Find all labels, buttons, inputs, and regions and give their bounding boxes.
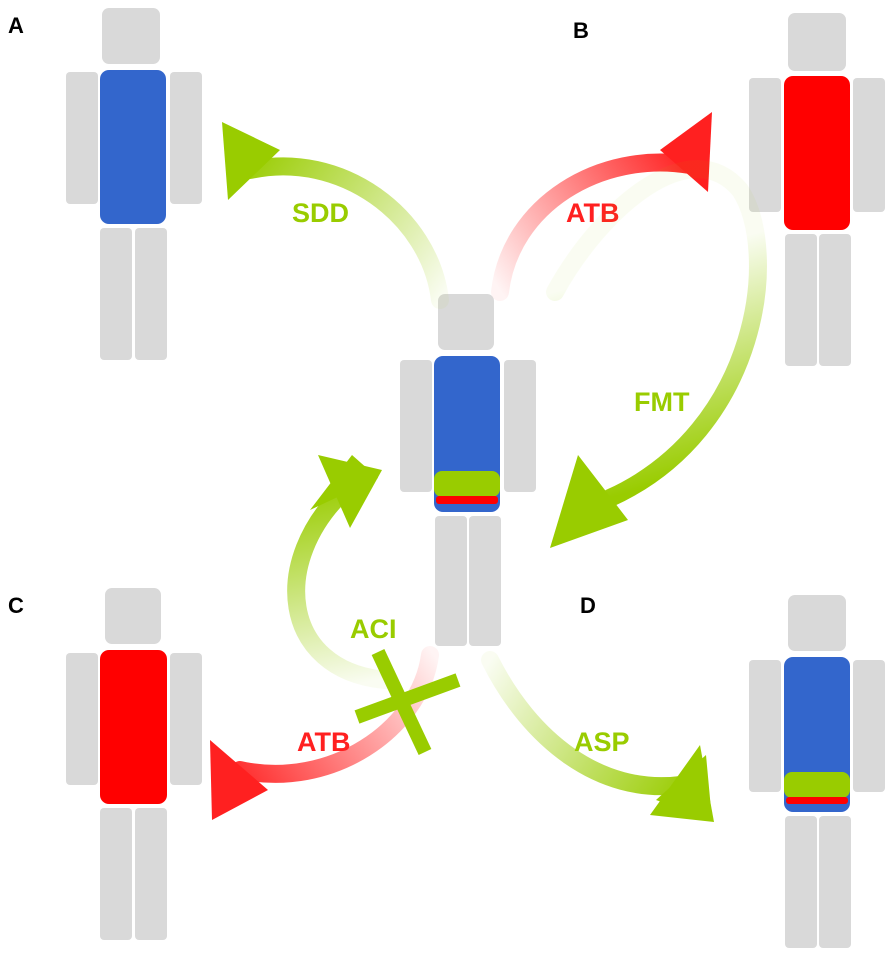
arrow-asp-shaft xyxy=(481,651,689,796)
arrow-fmt-shaft xyxy=(546,160,767,507)
left-leg xyxy=(435,516,467,646)
left-arm xyxy=(66,72,98,204)
figure-a-healthy xyxy=(66,8,202,360)
left-leg xyxy=(100,808,132,940)
right-leg xyxy=(135,808,167,940)
protective-layer xyxy=(434,471,500,497)
torso-dysbiotic xyxy=(784,76,850,230)
arrow-aci-head-tip xyxy=(318,455,382,528)
head xyxy=(102,8,160,64)
arrow-fmt-head xyxy=(550,455,628,548)
left-leg xyxy=(100,228,132,360)
left-arm xyxy=(749,660,781,792)
arrow-asp-head-tip xyxy=(650,745,714,822)
left-arm xyxy=(400,360,432,492)
figure-center-protected xyxy=(400,294,536,646)
panel-letter-c: C xyxy=(8,593,24,618)
panel-letter-a: A xyxy=(8,13,24,38)
left-arm xyxy=(749,78,781,212)
left-leg xyxy=(785,816,817,948)
head xyxy=(788,595,846,651)
right-arm xyxy=(853,660,885,792)
arrow-sdd-shaft xyxy=(241,157,449,309)
left-leg xyxy=(785,234,817,366)
arrow-sdd-label: SDD xyxy=(292,198,349,228)
arrow-sdd-head xyxy=(222,122,280,200)
head xyxy=(105,588,161,644)
right-arm xyxy=(170,72,202,204)
arrow-atb-c-shaft xyxy=(231,646,439,783)
left-arm xyxy=(66,653,98,785)
arrow-atb-b-shaft xyxy=(491,153,699,301)
panel-letter-b: B xyxy=(573,18,589,43)
figure-d-protected xyxy=(749,595,885,948)
arrow-sdd: SDD xyxy=(222,122,449,309)
pathogen-layer xyxy=(786,797,848,804)
arrow-asp-label: ASP xyxy=(574,727,630,757)
arrow-aci-shaft xyxy=(287,481,394,689)
right-arm xyxy=(853,78,885,212)
panel-letter-d: D xyxy=(580,593,596,618)
torso-dysbiotic xyxy=(100,650,167,804)
pathogen-layer xyxy=(436,496,498,504)
arrow-fmt-label: FMT xyxy=(634,387,690,417)
block-cross-stroke-2 xyxy=(371,649,432,755)
torso-healthy xyxy=(100,70,166,224)
right-leg xyxy=(819,816,851,948)
arrow-aci: ACI xyxy=(287,455,397,689)
arrow-atb-c-head xyxy=(210,740,268,820)
figure-c-dysbiotic xyxy=(66,588,202,940)
arrow-aci-label: ACI xyxy=(350,614,397,644)
arrow-atb-c: ATB xyxy=(210,646,439,820)
right-leg xyxy=(135,228,167,360)
arrow-atb-b: ATB xyxy=(491,112,712,301)
protective-layer xyxy=(784,772,850,798)
figure-b-dysbiotic xyxy=(749,13,885,366)
right-leg xyxy=(469,516,501,646)
right-arm xyxy=(504,360,536,492)
right-leg xyxy=(819,234,851,366)
head xyxy=(788,13,846,71)
arrow-atb-c-label: ATB xyxy=(297,727,351,757)
right-arm xyxy=(170,653,202,785)
block-cross xyxy=(354,649,461,755)
head xyxy=(438,294,494,350)
arrow-asp: ASP xyxy=(481,651,714,822)
arrow-fmt: FMT xyxy=(546,160,767,548)
